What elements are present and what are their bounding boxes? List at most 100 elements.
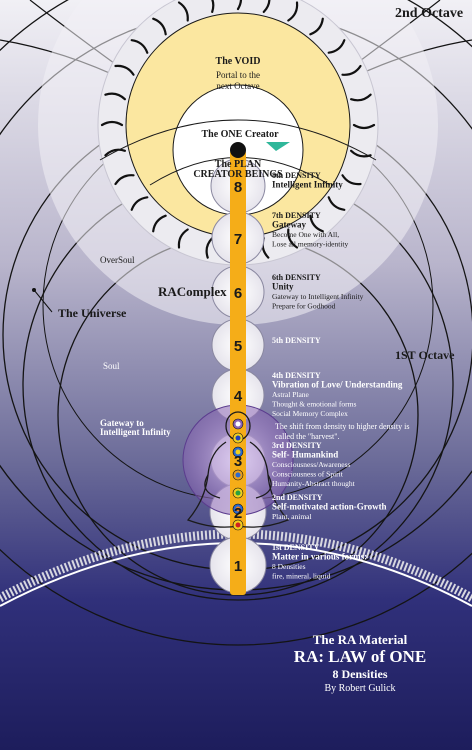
density-text-line: Unity	[272, 282, 294, 292]
flame-icon	[100, 120, 124, 127]
flame-icon	[327, 39, 346, 54]
flame-icon	[309, 17, 324, 36]
creator-beings-label: CREATOR BEINGS	[193, 169, 283, 180]
chakra-points	[232, 418, 244, 531]
density-text-line: Vibration of Love/ Understanding	[272, 380, 403, 390]
density-text-line: 5th DENSITY	[272, 336, 321, 345]
density-text-line: 3rd DENSITY	[272, 441, 322, 450]
footer-densities: 8 Densities	[332, 667, 388, 681]
sun-flames	[100, 0, 376, 263]
density-number: 1	[234, 558, 242, 575]
density-text-line: 8 Densities	[272, 562, 306, 571]
energy-column	[230, 150, 246, 595]
flame-icon	[205, 237, 214, 259]
flame-icon	[177, 228, 189, 249]
density-text-line: Gateway	[272, 220, 306, 230]
density-text-line: fire, mineral, liquid	[272, 572, 331, 581]
density-text-line: Self-motivated action-Growth	[272, 502, 387, 512]
flame-icon	[130, 196, 149, 211]
chakra-core	[235, 506, 241, 512]
density-text-line: Matter in various forms:	[272, 552, 367, 562]
density-text-line: Consciousness/Awareness	[272, 460, 351, 469]
footer-title: RA: LAW of ONE	[293, 647, 427, 666]
density-number: 4	[234, 388, 243, 405]
footer-author: By Robert Gulick	[324, 683, 396, 694]
flame-icon	[152, 17, 167, 36]
flame-icon	[177, 1, 189, 22]
flame-icon	[287, 1, 299, 22]
density-text-line: 7th DENSITY	[272, 211, 321, 220]
density-text-line: Social Memory Complex	[272, 409, 348, 418]
density-number: 7	[234, 231, 242, 248]
gateway-left-2: Intelligent Infinity	[100, 427, 171, 437]
density-number: 2	[234, 505, 242, 522]
density-text-line: 1st DENSITY	[272, 543, 320, 552]
density-number: 6	[234, 285, 242, 302]
density-text-line: 6th DENSITY	[272, 273, 321, 282]
density-text-line: Self- Humankind	[272, 450, 338, 460]
flame-icon	[262, 0, 271, 13]
flame-icon	[350, 93, 372, 102]
chakra-core	[235, 490, 241, 496]
density-5-label-group: 5th DENSITY	[272, 336, 321, 345]
universe-label: The Universe	[58, 306, 127, 320]
chakra-core	[235, 472, 241, 478]
density-text-line: 2nd DENSITY	[272, 493, 323, 502]
flame-icon	[211, 0, 215, 13]
flame-icon	[236, 0, 243, 11]
density-text-line: Lose all memory-identity	[272, 240, 348, 249]
soul-label: Soul	[103, 361, 120, 371]
chakra-core	[235, 421, 241, 427]
gateway-left-1: Gateway to	[100, 418, 144, 428]
shift-note-2: called the "harvest".	[275, 432, 340, 441]
shift-note-1: The shift from density to higher density…	[275, 422, 409, 431]
chakra-core	[235, 435, 241, 441]
flame-icon	[114, 174, 135, 186]
void-subtitle-1: Portal to the	[216, 70, 260, 80]
density-number: 8	[234, 179, 242, 196]
density-text-line: Prepare for Godhood	[272, 302, 336, 311]
plan-label: The PLAN	[215, 159, 262, 170]
flame-icon	[352, 123, 376, 130]
flame-icon	[287, 228, 299, 249]
density-text-line: Astral Plane	[272, 390, 310, 399]
void-title: The VOID	[216, 56, 261, 67]
flame-icon	[104, 92, 126, 101]
creator-point-icon	[230, 142, 246, 158]
octave-1-label: 1ST Octave	[395, 348, 455, 362]
density-text-line: 8th DENSITY	[272, 171, 321, 180]
one-creator-label: The ONE Creator	[201, 129, 279, 140]
flame-icon	[327, 196, 346, 211]
universe-pointer-line	[33, 289, 53, 313]
density-text-line: Consciousness of Spirit	[272, 470, 344, 479]
flame-icon	[341, 174, 362, 186]
density-text-line: Become One with All,	[272, 230, 339, 239]
density-text-line: Thought & emotional forms	[272, 400, 356, 409]
flame-icon	[114, 64, 135, 76]
density-text-line: Humanity-Abstract thought	[272, 479, 356, 488]
void-subtitle-2: next Octave	[216, 81, 259, 91]
chakra-core	[235, 522, 241, 528]
chakra-core	[235, 449, 241, 455]
flame-icon	[130, 39, 149, 54]
footer-subtitle: The RA Material	[312, 632, 408, 647]
density-text-line: Intelligent Infinity	[272, 180, 343, 190]
flame-icon	[104, 148, 126, 157]
flame-icon	[341, 64, 362, 76]
flame-icon	[152, 214, 167, 233]
racomplex-label: RAComplex	[158, 284, 227, 299]
density-text-line: Gateway to Intelligent Infinity	[272, 292, 364, 301]
density-text-line: Plant, animal	[272, 512, 312, 521]
pyramid-icon	[266, 142, 290, 151]
density-text-line: 4th DENSITY	[272, 371, 321, 380]
